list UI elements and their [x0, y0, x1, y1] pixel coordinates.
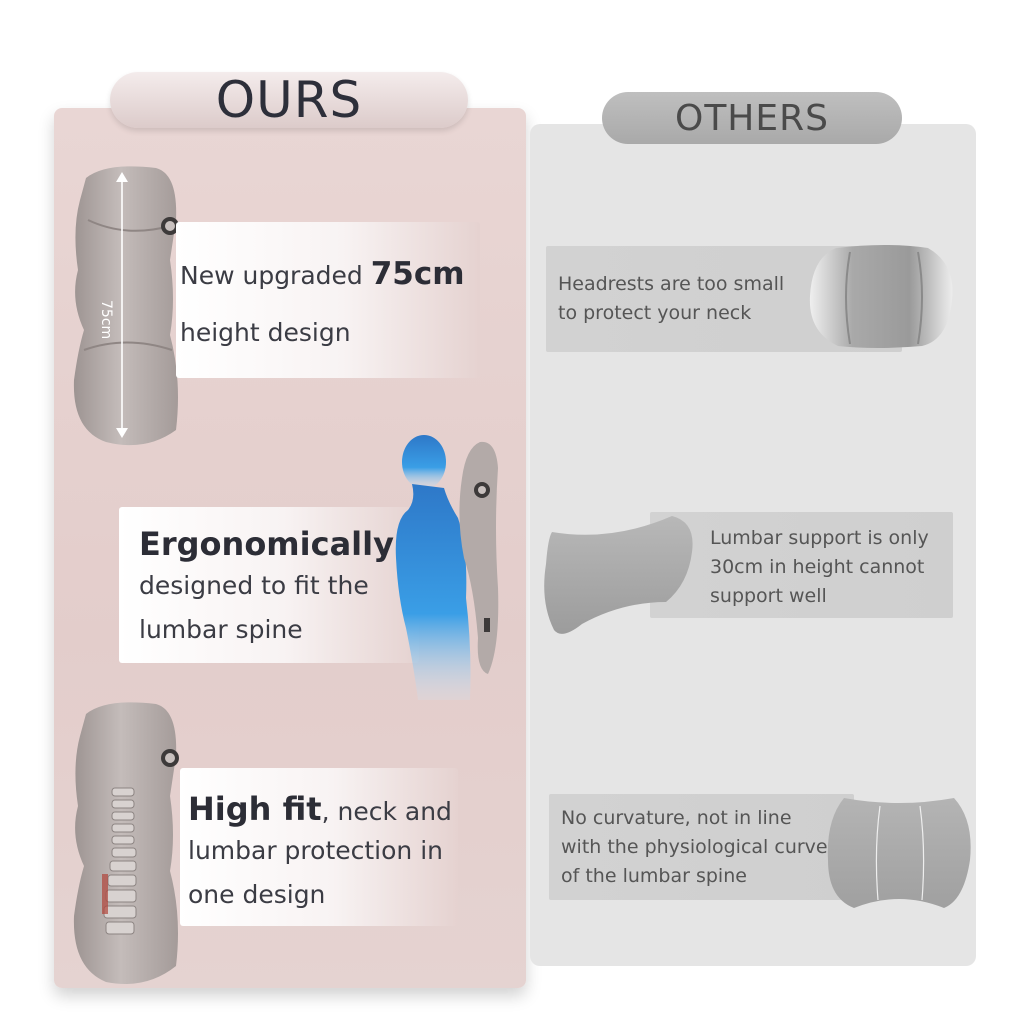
feature-box-ergonomic: Ergonomically designed to fit the lumbar…: [119, 507, 419, 663]
human-body-image: [395, 435, 471, 700]
feature-75cm-line1: New upgraded 75cm: [180, 256, 465, 293]
cushion-side-image: [459, 441, 499, 674]
feature-75cm-prefix: New upgraded: [180, 261, 371, 290]
spine-icon: [103, 787, 137, 935]
others-headrest-line2: to protect your neck: [558, 302, 752, 324]
others-lumbar-line1: Lumbar support is only: [710, 527, 929, 549]
others-heading-pill: OTHERS: [602, 92, 902, 144]
feature-highfit-bold: High fit: [188, 790, 322, 828]
others-box-curvature: No curvature, not in line with the physi…: [549, 794, 854, 900]
others-heading: OTHERS: [674, 97, 829, 139]
feature-75cm-bold: 75cm: [370, 256, 465, 292]
feature-highfit-line3: one design: [188, 880, 326, 909]
others-curvature-line2: with the physiological curve: [561, 836, 828, 858]
flat-lumbar-pillow-image: [827, 798, 971, 908]
feature-highfit-line2: lumbar protection in: [188, 836, 444, 865]
others-curvature-line3: of the lumbar spine: [561, 865, 747, 887]
ours-heading: OURS: [215, 71, 363, 129]
others-headrest-line1: Headrests are too small: [558, 273, 785, 295]
others-lumbar-line2: 30cm in height cannot: [710, 556, 925, 578]
feature-box-highfit: High fit, neck and lumbar protection in …: [180, 768, 458, 926]
lumbar-pillow-image: [544, 516, 693, 634]
feature-highfit-line1: High fit, neck and: [188, 790, 452, 828]
others-box-lumbar: Lumbar support is only 30cm in height ca…: [650, 512, 953, 618]
headrest-product-image: [809, 245, 953, 348]
others-lumbar-line3: support well: [710, 585, 827, 607]
feature-ergonomic-title: Ergonomically: [139, 525, 394, 563]
cushion-product-image: [73, 166, 179, 446]
feature-75cm-line2: height design: [180, 318, 351, 347]
feature-highfit-suffix: , neck and: [321, 797, 452, 826]
spine-cushion-image: [73, 702, 179, 984]
others-curvature-line1: No curvature, not in line: [561, 807, 792, 829]
feature-ergonomic-line2: designed to fit the: [139, 571, 369, 600]
ours-heading-pill: OURS: [110, 71, 468, 129]
dimension-label: 75cm: [98, 300, 114, 340]
feature-box-75cm: New upgraded 75cm height design: [176, 222, 480, 378]
feature-ergonomic-line3: lumbar spine: [139, 615, 303, 644]
